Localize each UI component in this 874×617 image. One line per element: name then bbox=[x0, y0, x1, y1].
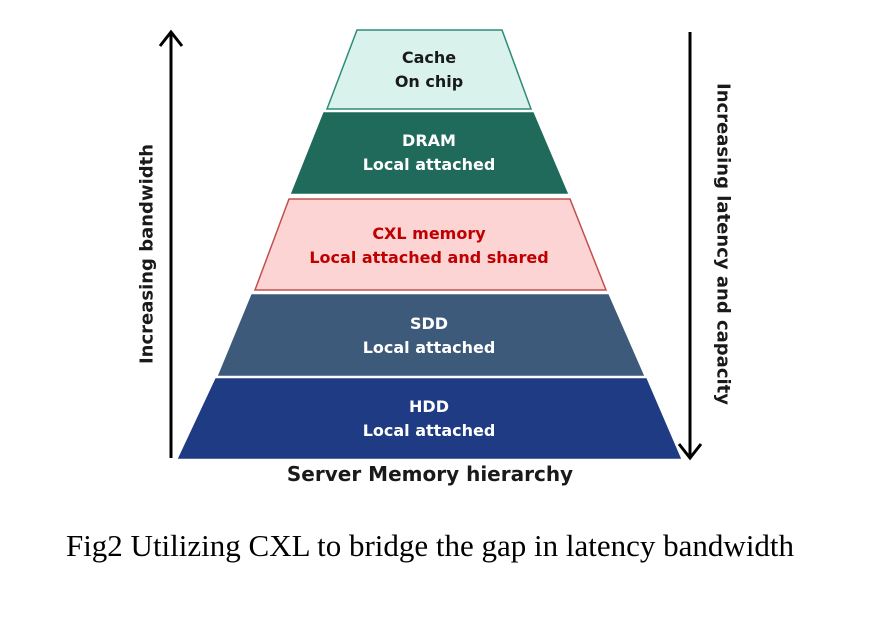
latency-capacity-axis-label: Increasing latency and capacity bbox=[712, 82, 734, 406]
tier-hdd-name: HDD bbox=[409, 397, 449, 416]
tier-cache-label: Cache On chip bbox=[249, 46, 609, 94]
tier-sdd-label: SDD Local attached bbox=[249, 312, 609, 360]
tier-cxl-memory-name: CXL memory bbox=[372, 224, 486, 243]
diagram-title: Server Memory hierarchy bbox=[286, 462, 574, 486]
tier-hdd-detail: Local attached bbox=[362, 421, 496, 440]
tier-cxl-memory-block bbox=[253, 198, 608, 291]
tier-dram-block bbox=[290, 112, 569, 194]
tier-hdd-label: HDD Local attached bbox=[249, 395, 609, 443]
tier-cache-block bbox=[325, 29, 533, 110]
bandwidth-axis-label: Increasing bandwidth bbox=[136, 143, 158, 365]
bandwidth-arrow bbox=[158, 29, 184, 458]
tier-cxl-memory-detail: Local attached and shared bbox=[309, 248, 549, 267]
tier-sdd-detail: Local attached bbox=[362, 338, 496, 357]
tier-dram-label: DRAM Local attached bbox=[249, 129, 609, 177]
tier-sdd-name: SDD bbox=[409, 314, 449, 333]
figure-caption: Fig2 Utilizing CXL to bridge the gap in … bbox=[65, 528, 795, 563]
tier-dram-detail: Local attached bbox=[362, 155, 496, 174]
tier-dram-name: DRAM bbox=[402, 131, 456, 150]
pyramid-canvas bbox=[158, 29, 703, 461]
tier-hdd-block bbox=[177, 378, 682, 459]
tier-sdd-block bbox=[217, 294, 645, 376]
memory-hierarchy-figure: Cache On chip DRAM Local attached CXL me… bbox=[136, 29, 734, 486]
latency-capacity-arrow bbox=[677, 32, 703, 461]
tier-cache-name: Cache bbox=[401, 48, 457, 67]
tier-cxl-memory-label: CXL memory Local attached and shared bbox=[249, 222, 609, 270]
tier-cache-detail: On chip bbox=[394, 72, 464, 91]
